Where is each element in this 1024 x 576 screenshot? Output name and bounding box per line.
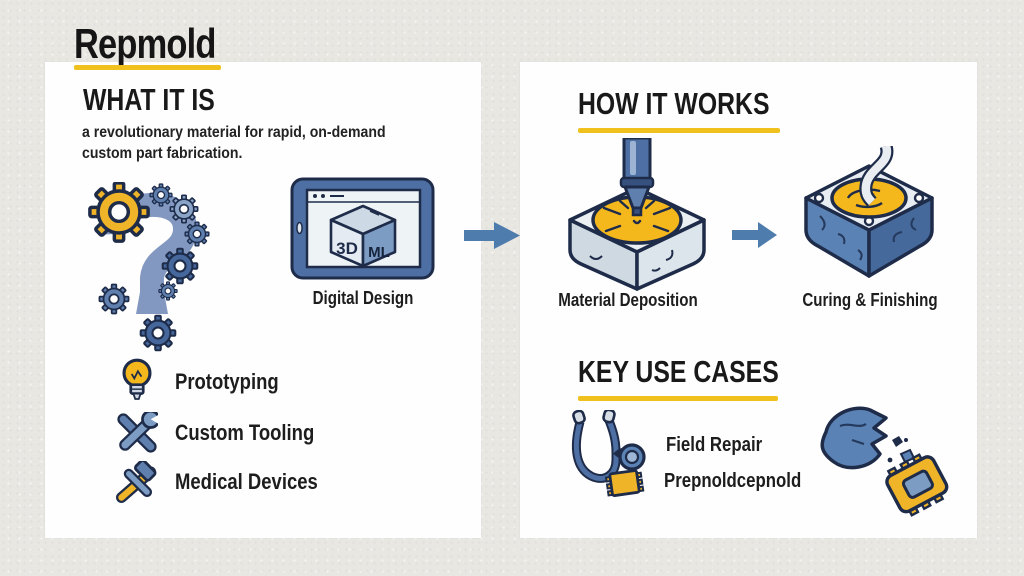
list-item-medical-devices: Medical Devices	[115, 458, 345, 506]
question-gears-icon	[88, 182, 210, 352]
step-label-curing: Curing & Finishing	[802, 290, 938, 310]
how-it-works-panel: HOW IT WORKS	[520, 62, 977, 538]
list-item-label: Custom Tooling	[175, 420, 315, 445]
how-it-works-heading: HOW IT WORKS	[578, 86, 770, 121]
key-use-cases-underline	[578, 396, 778, 401]
description-line-1: a revolutionary material for rapid, on-d…	[82, 124, 386, 141]
use-case-label-field-repair: Field Repair	[666, 434, 763, 456]
crossed-tools-icon	[115, 409, 159, 457]
tablet-3d-design-icon: 3D ML	[290, 177, 435, 280]
broken-part-icon	[820, 406, 949, 517]
digital-design-caption: Digital Design	[312, 288, 414, 308]
stethoscope-icon	[571, 410, 646, 483]
what-it-is-heading: WHAT IT IS	[83, 82, 215, 117]
use-case-label-prepnold: Prepnoldcepnold	[664, 470, 802, 492]
list-item-label: Prototyping	[175, 369, 279, 394]
lightbulb-icon	[115, 358, 159, 406]
page-title: Repmold	[74, 20, 216, 67]
flow-arrow-icon	[464, 222, 520, 249]
title-underline	[74, 65, 221, 70]
hammer-tools-icon	[115, 458, 159, 506]
curing-mold-icon	[804, 146, 934, 278]
key-use-cases-heading: KEY USE CASES	[578, 354, 779, 389]
step-arrow-icon	[732, 222, 777, 248]
patch-icon	[604, 469, 645, 497]
step-label-deposition: Material Deposition	[558, 290, 698, 310]
cube-front-label: 3D	[336, 239, 358, 258]
list-item-label: Medical Devices	[175, 469, 318, 494]
list-item-prototyping: Prototyping	[115, 358, 298, 406]
list-item-custom-tooling: Custom Tooling	[115, 409, 341, 457]
cube-side-label: ML	[368, 244, 390, 261]
deposition-nozzle-icon	[568, 138, 706, 291]
how-it-works-underline	[578, 128, 780, 133]
what-it-is-panel: WHAT IT IS a revolutionary material for …	[45, 62, 481, 538]
description-line-2: custom part fabrication.	[82, 145, 243, 162]
